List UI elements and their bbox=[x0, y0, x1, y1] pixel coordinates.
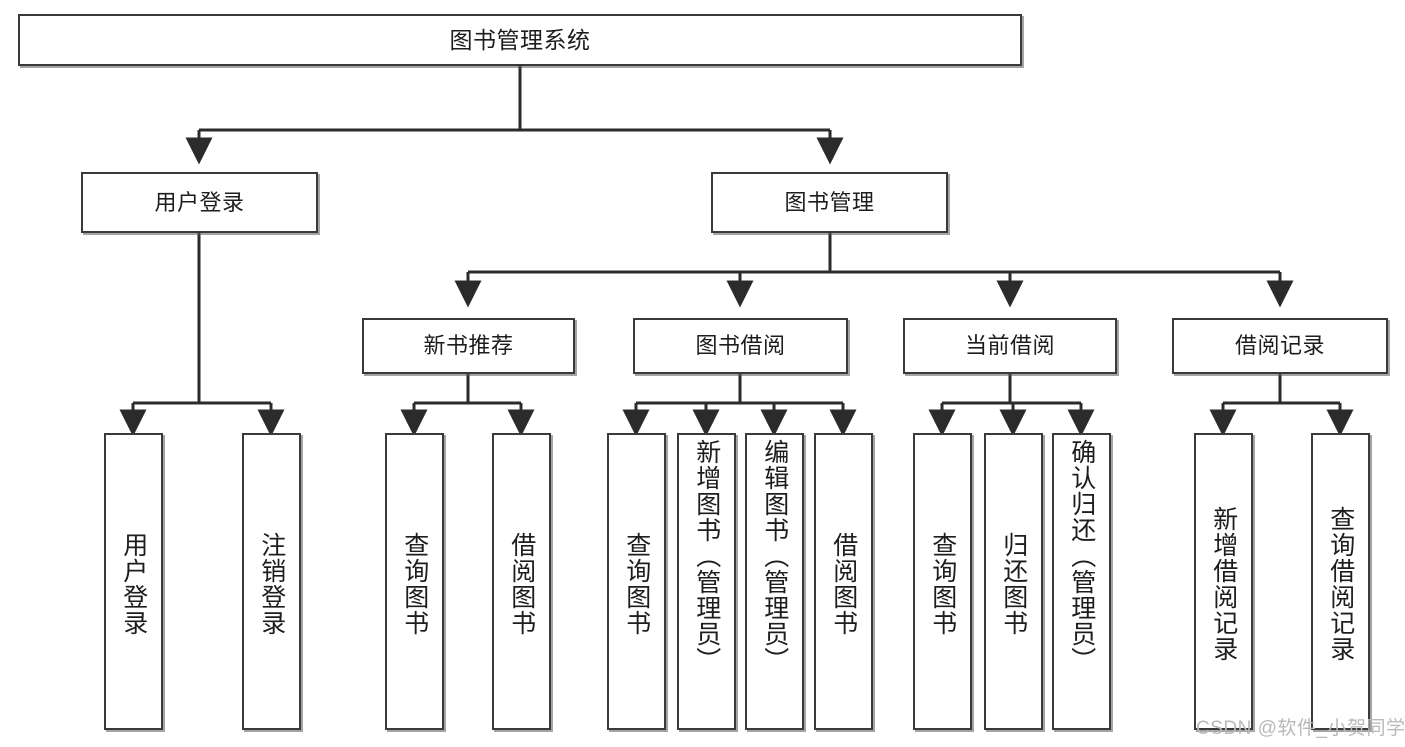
node-label: 归还图书 bbox=[999, 531, 1028, 636]
node-label: 确认归还（管理员） bbox=[1067, 439, 1096, 673]
node-label: 用户登录 bbox=[154, 189, 245, 215]
node-leaf-query-book-2[interactable]: 查询图书 bbox=[607, 433, 666, 730]
node-leaf-query-book-1[interactable]: 查询图书 bbox=[385, 433, 444, 730]
node-label: 编辑图书（管理员） bbox=[760, 439, 789, 673]
node-leaf-user-login[interactable]: 用户登录 bbox=[104, 433, 163, 730]
node-leaf-return-book[interactable]: 归还图书 bbox=[984, 433, 1043, 730]
node-label: 图书借阅 bbox=[695, 333, 786, 358]
node-label: 当前借阅 bbox=[964, 333, 1055, 358]
node-label: 查询图书 bbox=[928, 531, 957, 636]
node-leaf-borrow-book-2[interactable]: 借阅图书 bbox=[814, 433, 873, 730]
node-book-manage[interactable]: 图书管理 bbox=[711, 172, 948, 233]
node-label: 新增图书（管理员） bbox=[692, 439, 721, 673]
watermark: CSDN @软件_小贺同学 bbox=[1196, 718, 1405, 739]
node-new-book-rec[interactable]: 新书推荐 bbox=[362, 318, 575, 374]
node-label: 查询借阅记录 bbox=[1326, 505, 1355, 662]
node-label: 借阅记录 bbox=[1234, 333, 1325, 358]
node-label: 注销登录 bbox=[257, 531, 286, 636]
node-leaf-logout[interactable]: 注销登录 bbox=[242, 433, 301, 730]
node-label: 用户登录 bbox=[119, 531, 148, 636]
node-label: 借阅图书 bbox=[829, 531, 858, 636]
node-root[interactable]: 图书管理系统 bbox=[18, 14, 1022, 66]
node-label: 借阅图书 bbox=[507, 531, 536, 636]
node-leaf-add-record[interactable]: 新增借阅记录 bbox=[1194, 433, 1253, 730]
node-label: 查询图书 bbox=[622, 531, 651, 636]
node-leaf-add-book[interactable]: 新增图书（管理员） bbox=[677, 433, 736, 730]
node-label: 查询图书 bbox=[400, 531, 429, 636]
node-user-login[interactable]: 用户登录 bbox=[81, 172, 318, 233]
node-label: 新增借阅记录 bbox=[1209, 505, 1238, 662]
node-leaf-query-record[interactable]: 查询借阅记录 bbox=[1311, 433, 1370, 730]
node-current-borrow[interactable]: 当前借阅 bbox=[903, 318, 1117, 374]
node-leaf-borrow-book-1[interactable]: 借阅图书 bbox=[492, 433, 551, 730]
node-label: 图书管理 bbox=[784, 189, 875, 215]
node-label: 新书推荐 bbox=[423, 333, 514, 358]
node-label: 图书管理系统 bbox=[449, 26, 591, 53]
node-book-borrow[interactable]: 图书借阅 bbox=[633, 318, 848, 374]
node-leaf-edit-book[interactable]: 编辑图书（管理员） bbox=[745, 433, 804, 730]
node-leaf-confirm-return[interactable]: 确认归还（管理员） bbox=[1052, 433, 1111, 730]
node-leaf-query-book-3[interactable]: 查询图书 bbox=[913, 433, 972, 730]
node-borrow-record[interactable]: 借阅记录 bbox=[1172, 318, 1388, 374]
